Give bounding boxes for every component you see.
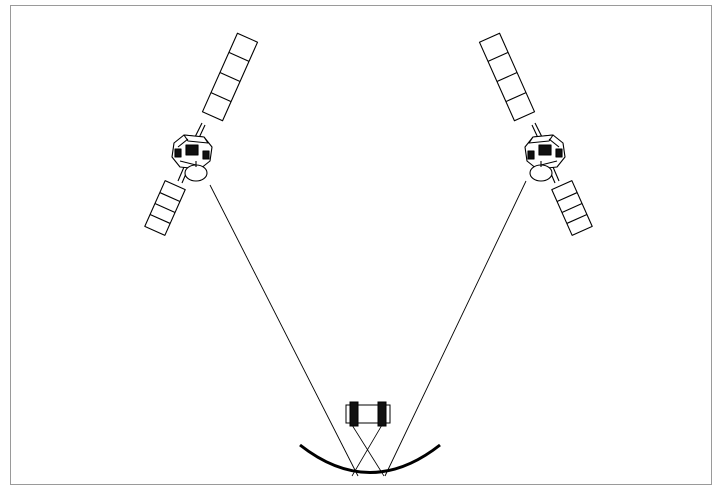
diagram-frame bbox=[10, 5, 712, 485]
signal-line-right bbox=[384, 180, 527, 477]
satellite-left-icon bbox=[144, 32, 259, 236]
receiver-feed-icon bbox=[345, 401, 391, 427]
satellite-right-icon bbox=[478, 32, 593, 236]
signal-line-left bbox=[209, 184, 359, 477]
receiver-dish-icon bbox=[299, 424, 441, 477]
